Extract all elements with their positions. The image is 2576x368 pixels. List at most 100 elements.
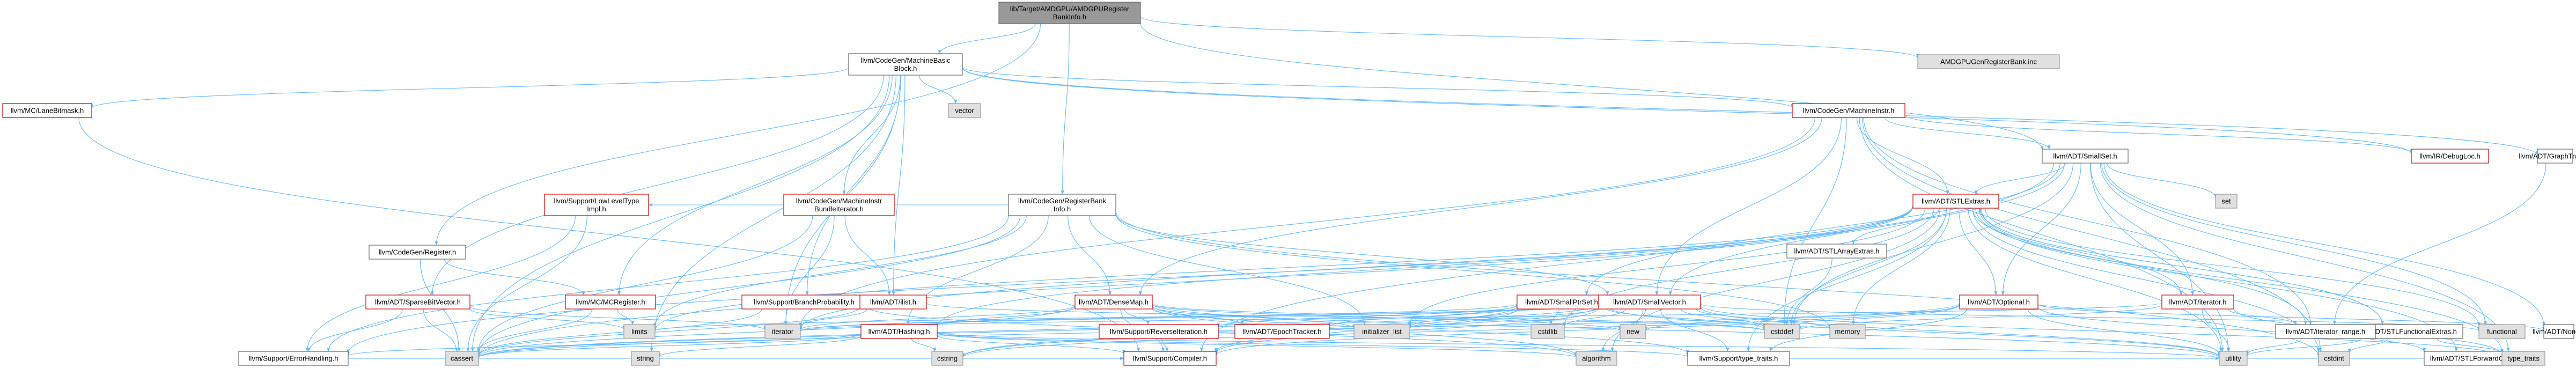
node-genrb[interactable]: AMDGPUGenRegisterBank.inc (1917, 54, 2060, 69)
node-box-cstddef[interactable] (1764, 324, 1800, 339)
node-box-functional[interactable] (2478, 324, 2526, 339)
node-label-branchprob: llvm/Support/BranchProbability.h (754, 298, 855, 306)
node-stlextras[interactable]: llvm/ADT/STLExtras.h (1912, 194, 1999, 209)
node-box-string[interactable] (631, 351, 660, 366)
node-box-branchprob[interactable] (741, 295, 867, 310)
node-box-mbb[interactable] (848, 53, 963, 76)
node-box-mcreg[interactable] (565, 295, 656, 310)
node-box-sparsebv[interactable] (365, 295, 470, 310)
node-debugloc[interactable]: llvm/IR/DebugLoc.h (2411, 149, 2489, 164)
node-box-none[interactable] (2543, 324, 2574, 339)
node-functional[interactable]: functional (2478, 324, 2526, 339)
node-box-cstring[interactable] (931, 351, 963, 366)
node-box-graphtraits[interactable] (2537, 149, 2573, 164)
node-label-debugloc: llvm/IR/DebugLoc.h (2419, 152, 2480, 160)
node-box-iterator[interactable] (764, 324, 801, 339)
node-graphtraits[interactable]: llvm/ADT/GraphTraits.h (2519, 149, 2576, 164)
node-box-utility[interactable] (2219, 351, 2248, 366)
node-cstddef[interactable]: cstddef (1764, 324, 1800, 339)
node-box-type_traits[interactable] (2501, 351, 2545, 366)
node-box-memory[interactable] (1829, 324, 1866, 339)
node-smallvector[interactable]: llvm/ADT/SmallVector.h (1598, 295, 1701, 310)
node-adtiter[interactable]: llvm/ADT/iterator.h (2161, 295, 2234, 310)
node-initlist[interactable]: initializer_list (1353, 324, 1410, 339)
node-box-compiler[interactable] (1123, 351, 1217, 366)
node-string[interactable]: string (631, 351, 660, 366)
node-box-rbi[interactable] (1008, 194, 1116, 216)
node-box-smallvector[interactable] (1598, 295, 1701, 310)
node-smallset[interactable]: llvm/ADT/SmallSet.h (2042, 149, 2129, 164)
node-type_traits[interactable]: type_traits (2501, 351, 2545, 366)
node-box-stlextras[interactable] (1912, 194, 1999, 209)
node-algorithm[interactable]: algorithm (1576, 351, 1617, 366)
node-box-set[interactable] (2215, 194, 2238, 209)
node-mi[interactable]: llvm/CodeGen/MachineInstr.h (1792, 103, 1905, 118)
node-stlarray[interactable]: llvm/ADT/STLArrayExtras.h (1786, 244, 1887, 259)
node-smallptrset[interactable]: llvm/ADT/SmallPtrSet.h (1517, 295, 1607, 310)
node-box-new[interactable] (1620, 324, 1646, 339)
node-lanebm[interactable]: llvm/MC/LaneBitmask.h (2, 103, 92, 118)
node-sparsebv[interactable]: llvm/ADT/SparseBitVector.h (365, 295, 470, 310)
node-box-cassert[interactable] (445, 351, 479, 366)
node-box-ilist[interactable] (859, 295, 927, 310)
node-densemap[interactable]: llvm/ADT/DenseMap.h (1074, 295, 1153, 310)
node-compiler[interactable]: llvm/Support/Compiler.h (1123, 351, 1217, 366)
node-epoch[interactable]: llvm/ADT/EpochTracker.h (1234, 324, 1330, 339)
node-itrange[interactable]: llvm/ADT/iterator_range.h (2275, 324, 2376, 339)
node-box-epoch[interactable] (1234, 324, 1330, 339)
node-cstdlib[interactable]: cstdlib (1530, 324, 1565, 339)
node-box-optional[interactable] (1959, 295, 2038, 310)
node-branchprob[interactable]: llvm/Support/BranchProbability.h (741, 295, 867, 310)
node-box-vector[interactable] (948, 103, 981, 118)
node-box-hashing[interactable] (860, 324, 938, 339)
node-box-lowlevel[interactable] (544, 194, 649, 216)
node-limits[interactable]: limits (623, 324, 656, 339)
node-box-debugloc[interactable] (2411, 149, 2489, 164)
node-vector[interactable]: vector (948, 103, 981, 118)
node-box-stlarray[interactable] (1786, 244, 1887, 259)
node-box-adtiter[interactable] (2161, 295, 2234, 310)
node-box-smallset[interactable] (2042, 149, 2129, 164)
node-cgreg[interactable]: llvm/CodeGen/Register.h (369, 245, 466, 260)
node-hashing[interactable]: llvm/ADT/Hashing.h (860, 324, 938, 339)
node-mibundle[interactable]: llvm/CodeGen/MachineInstrBundleIterator.… (783, 194, 895, 216)
node-box-lanebm[interactable] (2, 103, 92, 118)
node-none[interactable]: llvm/ADT/None.h (2533, 324, 2576, 339)
node-label-root: lib/Target/AMDGPU/AMDGPURegister (1010, 5, 1130, 13)
node-memory[interactable]: memory (1829, 324, 1866, 339)
node-box-reverseiter[interactable] (1099, 324, 1219, 339)
node-box-cgreg[interactable] (369, 245, 466, 260)
node-box-cstdlib[interactable] (1530, 324, 1565, 339)
node-reverseiter[interactable]: llvm/Support/ReverseIteration.h (1099, 324, 1219, 339)
node-box-initlist[interactable] (1353, 324, 1410, 339)
edge-densemap-to-initlist (1152, 306, 1356, 329)
node-box-genrb[interactable] (1917, 54, 2060, 69)
node-box-mibundle[interactable] (783, 194, 895, 216)
node-cstdint[interactable]: cstdint (2318, 351, 2350, 366)
node-box-typetraits[interactable] (1687, 351, 1790, 366)
node-root[interactable]: lib/Target/AMDGPU/AMDGPURegisterBankInfo… (998, 2, 1141, 24)
node-typetraits[interactable]: llvm/Support/type_traits.h (1687, 351, 1790, 366)
node-errh[interactable]: llvm/Support/ErrorHandling.h (238, 351, 349, 366)
node-box-errh[interactable] (238, 351, 349, 366)
node-box-cstdint[interactable] (2318, 351, 2350, 366)
node-utility[interactable]: utility (2219, 351, 2248, 366)
node-mcreg[interactable]: llvm/MC/MCRegister.h (565, 295, 656, 310)
node-new[interactable]: new (1620, 324, 1646, 339)
node-box-densemap[interactable] (1074, 295, 1153, 310)
node-ilist[interactable]: llvm/ADT/ilist.h (859, 295, 927, 310)
node-box-root[interactable] (998, 2, 1141, 24)
node-box-algorithm[interactable] (1576, 351, 1617, 366)
node-optional[interactable]: llvm/ADT/Optional.h (1959, 295, 2038, 310)
edge-stlextras-to-limits (653, 205, 1913, 330)
node-cassert[interactable]: cassert (445, 351, 479, 366)
node-box-mi[interactable] (1792, 103, 1905, 118)
node-box-itrange[interactable] (2275, 324, 2376, 339)
node-iterator[interactable]: iterator (764, 324, 801, 339)
node-set[interactable]: set (2215, 194, 2238, 209)
node-box-limits[interactable] (623, 324, 656, 339)
node-cstring[interactable]: cstring (931, 351, 963, 366)
